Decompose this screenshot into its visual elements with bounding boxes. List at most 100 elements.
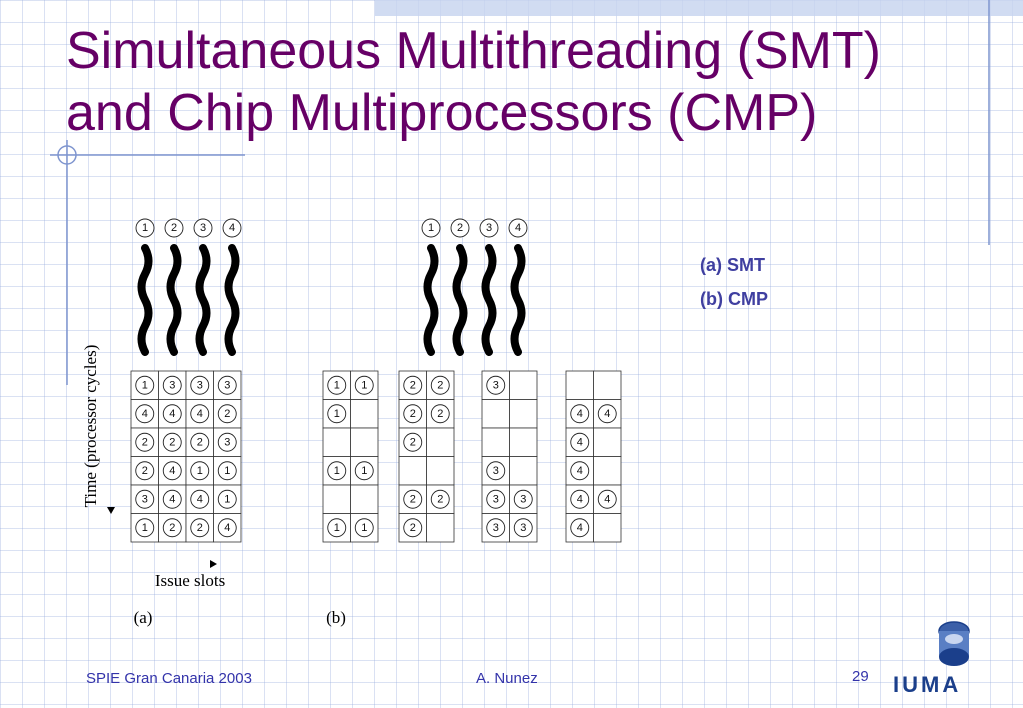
slide-title: Simultaneous Multithreading (SMT) and Ch… — [66, 20, 881, 144]
issue-slot — [593, 456, 622, 486]
cmp-slot: 1 — [322, 513, 351, 543]
cmp-slot — [398, 456, 427, 486]
cmp-slot — [322, 484, 351, 514]
issue-slot — [398, 456, 427, 486]
issue-slot — [509, 399, 538, 429]
smt-slot: 4 — [185, 399, 214, 429]
thread-circle-icon — [570, 432, 590, 452]
slot-thread-number: 1 — [361, 465, 367, 477]
thread-circle-icon — [570, 489, 590, 509]
thread-id-2: 2 — [164, 218, 184, 238]
cmp-slot: 1 — [350, 456, 379, 486]
cmp-slot: 3 — [509, 484, 538, 514]
thread-circle-icon — [135, 218, 155, 238]
cmp-slot: 3 — [481, 456, 510, 486]
rule-crosshair-icon — [57, 145, 77, 165]
slot-thread-number: 1 — [224, 493, 230, 505]
thread-circle-icon — [403, 489, 423, 509]
cmp-slot: 2 — [426, 370, 455, 400]
thread-id-3: 3 — [193, 218, 213, 238]
thread-circle-icon — [162, 518, 182, 538]
slot-thread-number: 2 — [410, 436, 416, 448]
cmp-slot: 3 — [481, 370, 510, 400]
thread-circle-icon — [190, 432, 210, 452]
time-axis-label: Time (processor cycles) — [81, 345, 100, 508]
slot-thread-number: 4 — [169, 465, 175, 477]
thread-circle-icon — [570, 461, 590, 481]
smt-slot: 4 — [213, 513, 242, 543]
cmp-slot — [481, 399, 510, 429]
smt-slot: 4 — [158, 484, 187, 514]
cmp-slot — [593, 427, 622, 457]
smt-slot: 1 — [213, 456, 242, 486]
thread-circle-icon — [190, 404, 210, 424]
thread-circle-icon — [486, 375, 506, 395]
issue-slot — [509, 370, 538, 400]
cmp-slot: 1 — [322, 456, 351, 486]
thread-wave-icon — [166, 244, 182, 356]
slot-thread-number: 1 — [361, 522, 367, 534]
slot-thread-number: 3 — [493, 465, 499, 477]
cmp-slot: 4 — [565, 427, 594, 457]
slot-thread-number: 2 — [224, 408, 230, 420]
smt-slot: 3 — [130, 484, 159, 514]
thread-circle-icon — [354, 461, 374, 481]
cmp-slot — [350, 399, 379, 429]
thread-circle-icon — [135, 404, 155, 424]
thread-circle-icon — [162, 375, 182, 395]
cmp-slot — [509, 370, 538, 400]
thread-number: 2 — [171, 222, 177, 234]
thread-wave-icon — [423, 244, 439, 356]
cmp-slot: 4 — [593, 484, 622, 514]
smt-slot: 2 — [213, 399, 242, 429]
smt-slot: 4 — [158, 399, 187, 429]
thread-circle-icon — [403, 432, 423, 452]
cmp-slot: 4 — [565, 399, 594, 429]
thread-number: 2 — [457, 222, 463, 234]
thread-circle-icon — [327, 518, 347, 538]
thread-circle-icon — [135, 461, 155, 481]
issue-slot — [426, 456, 455, 486]
thread-id-1: 1 — [135, 218, 155, 238]
cmp-slot: 3 — [509, 513, 538, 543]
title-line-1: Simultaneous Multithreading (SMT) — [66, 22, 881, 80]
issue-slot — [350, 484, 379, 514]
thread-wave-icon — [510, 244, 526, 356]
slot-thread-number: 3 — [493, 379, 499, 391]
thread-id-3: 3 — [479, 218, 499, 238]
slot-thread-number: 4 — [577, 465, 583, 477]
slot-thread-number: 1 — [142, 522, 148, 534]
issue-slot — [593, 427, 622, 457]
thread-circle-icon — [217, 432, 237, 452]
slot-thread-number: 2 — [410, 408, 416, 420]
issue-slot — [481, 427, 510, 457]
slot-thread-number: 2 — [410, 522, 416, 534]
thread-circle-icon — [135, 489, 155, 509]
time-arrow-icon — [107, 507, 115, 514]
slot-thread-number: 3 — [224, 436, 230, 448]
thread-circle-icon — [354, 375, 374, 395]
cmp-slot: 2 — [398, 513, 427, 543]
smt-slot: 1 — [130, 513, 159, 543]
smt-slot: 4 — [158, 456, 187, 486]
issue-slots-label: Issue slots — [155, 571, 225, 590]
cmp-slot — [426, 456, 455, 486]
smt-slot: 3 — [158, 370, 187, 400]
thread-circle-icon — [486, 489, 506, 509]
slot-thread-number: 1 — [334, 379, 340, 391]
thread-circle-icon — [327, 461, 347, 481]
cmp-slot: 4 — [565, 484, 594, 514]
thread-circle-icon — [430, 375, 450, 395]
thread-circle-icon — [597, 404, 617, 424]
slot-thread-number: 4 — [169, 493, 175, 505]
issue-slot — [593, 370, 622, 400]
issue-slot — [593, 513, 622, 543]
thread-circle-icon — [486, 461, 506, 481]
thread-circle-icon — [217, 489, 237, 509]
cmp-slot: 2 — [398, 427, 427, 457]
